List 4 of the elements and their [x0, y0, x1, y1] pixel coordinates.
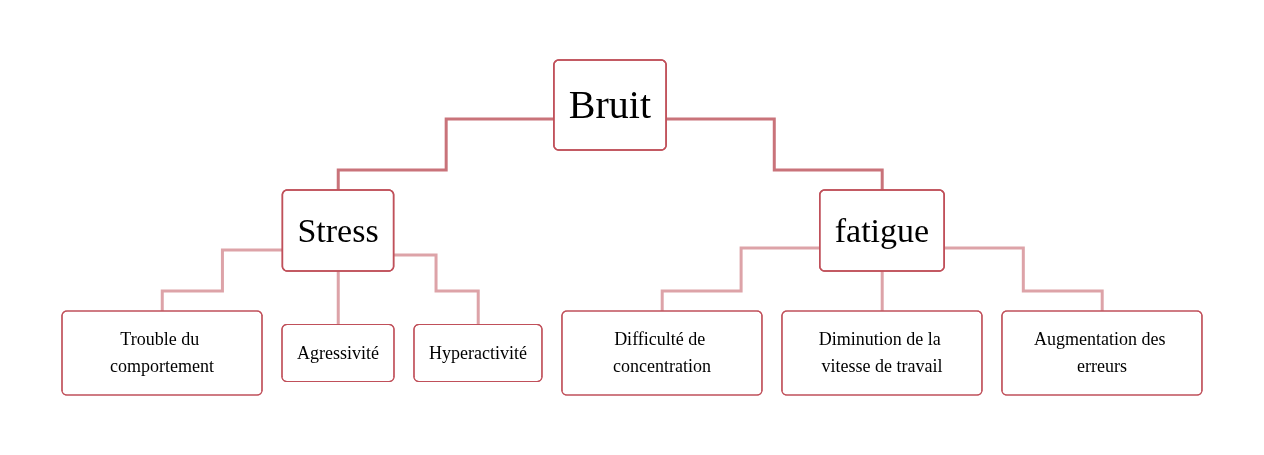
connector	[160, 248, 283, 313]
connector	[666, 117, 884, 192]
connector	[880, 270, 884, 313]
connector	[944, 246, 1104, 313]
